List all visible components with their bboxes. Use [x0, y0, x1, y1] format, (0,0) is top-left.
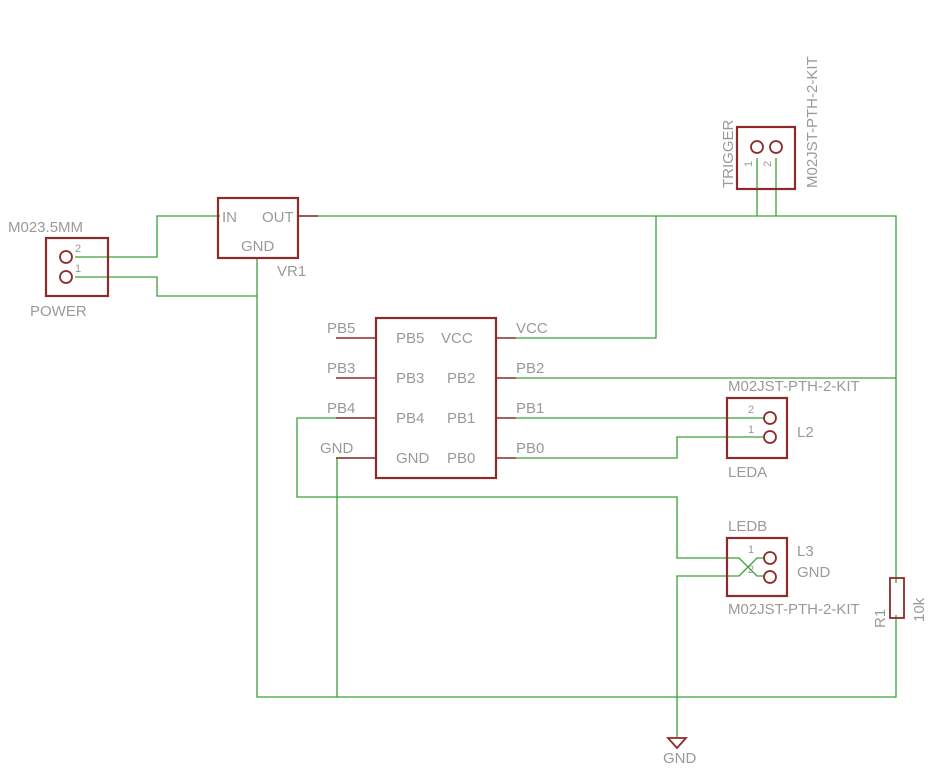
- power-connector-value: M023.5MM: [8, 219, 83, 236]
- regulator-pin-out: OUT: [262, 209, 294, 226]
- mcu-pin-pb2: PB2: [447, 370, 475, 387]
- net-label-pb4: PB4: [327, 400, 355, 417]
- leda-pin2-number: 2: [748, 404, 754, 416]
- ledb-connector-value: M02JST-PTH-2-KIT: [728, 601, 860, 618]
- leda-connector-ref: L2: [797, 424, 814, 441]
- resistor-ref: R1: [872, 609, 889, 628]
- gnd-symbol-label: GND: [663, 750, 697, 767]
- power-pin2-number: 2: [75, 243, 81, 255]
- leda-connector: 2 1 M02JST-PTH-2-KIT LEDA L2: [725, 378, 860, 481]
- net-label-vcc: VCC: [516, 320, 548, 337]
- wire-pb4: [296, 417, 766, 577]
- wire-power-in: [75, 215, 220, 258]
- trigger-connector: TRIGGER M02JST-PTH-2-KIT 1 2: [720, 56, 821, 191]
- mcu-chip: PB5 PB3 PB4 GND VCC PB2 PB1 PB0 PB5 PB3 …: [320, 316, 548, 480]
- wire-ledb-gnd: [676, 557, 766, 738]
- trigger-connector-name: TRIGGER: [720, 119, 737, 188]
- ledb-pin1-number: 1: [748, 544, 754, 556]
- power-pin1-pad: [59, 270, 73, 284]
- net-label-pb3: PB3: [327, 360, 355, 377]
- mcu-pin-pb5: PB5: [396, 330, 424, 347]
- leda-connector-name: LEDA: [728, 464, 767, 481]
- ledb-pin2-pad: [763, 570, 777, 584]
- net-label-gnd: GND: [320, 440, 354, 457]
- trigger-pin1-pad: [750, 140, 764, 154]
- ledb-connector: 1 2 LEDB L3 GND M02JST-PTH-2-KIT: [725, 518, 860, 618]
- mcu-pin-pb0: PB0: [447, 450, 475, 467]
- trigger-pin2-pad: [769, 140, 783, 154]
- regulator-pin-gnd: GND: [241, 238, 275, 255]
- wire-vout: [298, 215, 897, 583]
- wire-vcc: [516, 216, 657, 339]
- mcu-pin-vcc: VCC: [441, 330, 473, 347]
- leda-connector-value: M02JST-PTH-2-KIT: [728, 378, 860, 395]
- net-label-pb0: PB0: [516, 440, 544, 457]
- ledb-pin1-pad: [763, 551, 777, 565]
- resistor-value: 10k: [911, 597, 928, 622]
- ground-icon: [665, 737, 689, 750]
- wires: [75, 158, 897, 738]
- ledb-connector-ref: L3: [797, 543, 814, 560]
- wire-power-gnd: [75, 276, 257, 297]
- power-connector-name: POWER: [30, 303, 87, 320]
- wire-reg-gnd: [256, 258, 897, 698]
- leda-pin1-number: 1: [748, 424, 754, 436]
- power-connector: M023.5MM POWER 2 1: [8, 219, 110, 320]
- wire-pb0: [516, 436, 766, 459]
- net-label-pb1: PB1: [516, 400, 544, 417]
- power-pin1-number: 1: [75, 263, 81, 275]
- mcu-pin-gnd: GND: [396, 450, 430, 467]
- trigger-connector-value: M02JST-PTH-2-KIT: [804, 56, 821, 188]
- net-label-pb5: PB5: [327, 320, 355, 337]
- ledb-pin2-number: 2: [748, 564, 754, 576]
- wire-mcu-gnd: [336, 457, 376, 697]
- trigger-pin2-number: 2: [762, 161, 774, 167]
- mcu-pin-pb4: PB4: [396, 410, 424, 427]
- gnd-symbol: GND: [663, 737, 697, 767]
- ledb-connector-net: GND: [797, 564, 831, 581]
- net-label-pb2: PB2: [516, 360, 544, 377]
- resistor-r1: R1 10k: [872, 577, 928, 628]
- mcu-pin-pb3: PB3: [396, 370, 424, 387]
- regulator-vr1: IN OUT GND VR1: [216, 196, 318, 280]
- mcu-pin-pb1: PB1: [447, 410, 475, 427]
- regulator-pin-in: IN: [222, 209, 237, 226]
- leda-pin1-pad: [763, 430, 777, 444]
- trigger-pin1-number: 1: [743, 161, 755, 167]
- leda-pin2-pad: [763, 411, 777, 425]
- power-pin2-pad: [59, 250, 73, 264]
- ledb-connector-name: LEDB: [728, 518, 767, 535]
- regulator-name: VR1: [277, 263, 306, 280]
